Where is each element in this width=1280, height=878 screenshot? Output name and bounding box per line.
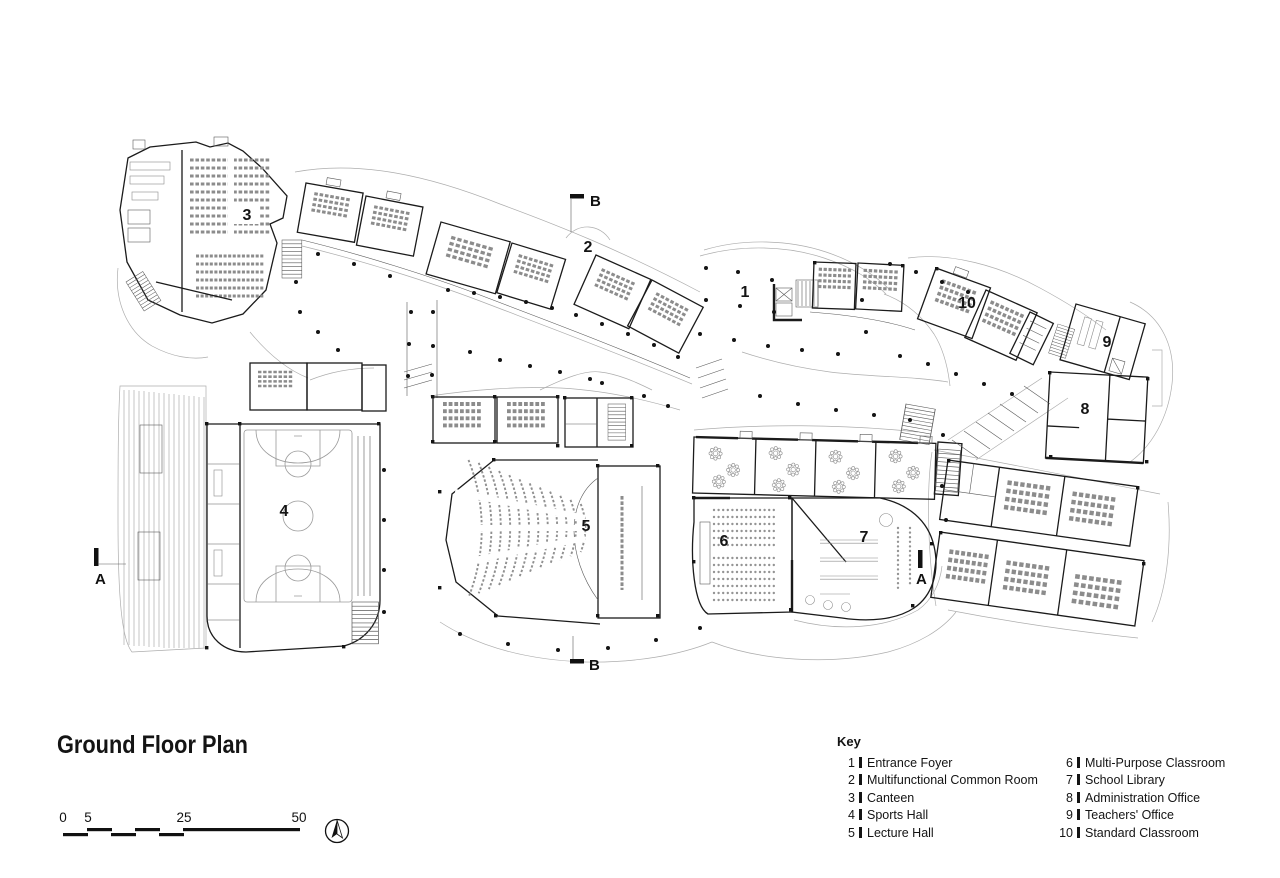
key-entry-num: 9 [1066, 808, 1073, 823]
room-number-labels: 3 2 1 10 9 8 4 5 6 7 [234, 204, 1112, 550]
entrance-foyer [772, 279, 819, 322]
room-label-multipurpose: 6 [720, 533, 729, 550]
lecture-hall [445, 459, 661, 625]
room-label-standard-classroom: 10 [958, 295, 976, 312]
key-entry-2: 2 Multifunctional Common Room [837, 772, 1055, 789]
key-separator [859, 826, 862, 838]
key-entry-num: 2 [848, 773, 855, 788]
section-label-b-bottom: B [589, 657, 600, 674]
key-entry-label: Administration Office [1085, 790, 1201, 805]
room-label-library: 7 [860, 529, 869, 546]
key-entry-6: 6 Multi-Purpose Classroom [1055, 755, 1225, 772]
teachers-office [1059, 303, 1147, 381]
key-entry-label: Multifunctional Common Room [867, 773, 1038, 788]
site-outlines [116, 167, 1173, 663]
section-marker-b-top: B [570, 193, 601, 232]
key-separator [1077, 791, 1080, 803]
key-separator [859, 791, 862, 803]
library [791, 497, 937, 621]
west-block-rooms [249, 362, 387, 412]
key-entry-label: Standard Classroom [1085, 825, 1199, 840]
key-entry-label: School Library [1085, 773, 1165, 788]
key-entry-label: Sports Hall [867, 808, 929, 823]
key-entry-9: 9 Teachers' Office [1055, 807, 1225, 824]
scale-label-50: 50 [291, 810, 306, 825]
key-separator [1077, 826, 1080, 838]
floor-plan-drawing: A A B B 3 2 1 10 9 8 4 5 6 7 [94, 136, 1173, 674]
section-marker-a-right: A [916, 550, 927, 588]
section-marker-a-left: A [94, 548, 126, 588]
key-heading: Key [837, 734, 861, 749]
lecture-seating [450, 459, 587, 598]
key-entry-10: 10 Standard Classroom [1055, 825, 1225, 842]
page-title: Ground Floor Plan [57, 731, 248, 759]
key-separator [859, 774, 862, 786]
key-legend: Key 1 Entrance Foyer 2 Multifunctional Com… [837, 734, 1225, 842]
key-entry-1: 1 Entrance Foyer [837, 755, 1055, 772]
scale-label-5: 5 [84, 810, 92, 825]
center-classroom-block [432, 396, 634, 448]
multipurpose-room [691, 496, 794, 615]
north-arrow-icon [324, 818, 350, 844]
admin-office [1044, 371, 1149, 465]
key-entry-label: Multi-Purpose Classroom [1085, 756, 1226, 770]
west-corridor [403, 300, 729, 399]
scale-label-25: 25 [176, 810, 191, 825]
key-column-1: 1 Entrance Foyer 2 Multifunctional Common … [837, 755, 1055, 842]
key-entry-num: 7 [1066, 773, 1073, 788]
section-label-a-right: A [916, 571, 927, 588]
key-entry-8: 8 Administration Office [1055, 790, 1225, 807]
key-entry-num: 1 [848, 756, 855, 770]
key-entry-label: Entrance Foyer [867, 756, 953, 770]
section-label-a-left: A [95, 571, 106, 588]
sports-hall [206, 423, 381, 653]
key-entry-3: 3 Canteen [837, 790, 1055, 807]
section-label-b-top: B [590, 193, 601, 210]
room-label-sports-hall: 4 [280, 503, 289, 520]
room-label-canteen: 3 [243, 207, 252, 224]
key-separator [1077, 757, 1080, 768]
northwest-wing [296, 177, 705, 379]
key-entry-label: Teachers' Office [1085, 808, 1175, 823]
key-entry-4: 4 Sports Hall [837, 807, 1055, 824]
key-entry-label: Lecture Hall [867, 825, 934, 840]
room-label-entrance-foyer: 1 [741, 284, 750, 301]
wall-jambs [205, 261, 1150, 650]
courtyard-stairs [899, 385, 1051, 459]
basketball-court [243, 429, 353, 603]
room-label-admin-office: 8 [1081, 401, 1090, 418]
west-terrace [117, 385, 207, 653]
key-entry-7: 7 School Library [1055, 772, 1225, 789]
room-label-lecture-hall: 5 [582, 518, 591, 535]
canteen [119, 136, 303, 324]
northeast-wing [809, 261, 1075, 366]
section-marker-b-bottom: B [570, 636, 600, 674]
southeast-block [930, 459, 1145, 627]
key-entry-num: 8 [1066, 790, 1073, 805]
room-label-teachers-office: 9 [1103, 334, 1112, 351]
key-entry-num: 5 [848, 825, 855, 840]
key-entry-num: 4 [848, 808, 855, 823]
key-entry-num: 6 [1066, 756, 1073, 770]
key-separator [1077, 809, 1080, 821]
cluster-classroom-band [691, 430, 963, 500]
key-separator [859, 757, 862, 768]
scale-label-0: 0 [59, 810, 67, 825]
key-entry-label: Canteen [867, 790, 915, 805]
key-entry-5: 5 Lecture Hall [837, 825, 1055, 842]
key-column-2: 6 Multi-Purpose Classroom 7 School Library… [1055, 755, 1225, 842]
scale-and-north: 0 5 25 50 [59, 810, 350, 844]
room-label-common-room: 2 [584, 239, 593, 256]
key-separator [859, 809, 862, 821]
scale-bar: 0 5 25 50 [59, 810, 307, 837]
key-entry-num: 10 [1059, 825, 1073, 840]
key-entry-num: 3 [848, 790, 855, 805]
key-separator [1077, 774, 1080, 786]
